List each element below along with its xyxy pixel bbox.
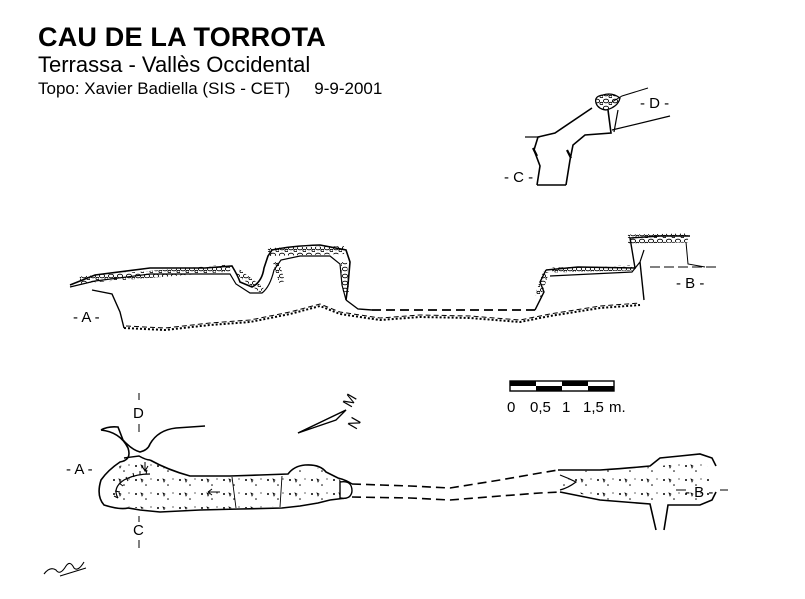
plan-d-label: D [133,405,144,422]
plan-b-label: - B - [685,484,713,501]
scale-tick-15: 1,5 [583,399,604,416]
section-c-label: - C - [504,169,533,186]
section-a-label: - A - [73,309,100,326]
north-arrow: M N [297,391,365,434]
scale-tick-0: 0 [507,399,515,416]
scale-tick-05: 0,5 [530,399,551,416]
scale-unit: m. [609,399,626,416]
plan-view: - A - - B - C D [66,393,728,548]
north-arrow-n: N [345,414,365,432]
signature-mark [43,561,87,577]
page-title: CAU DE LA TORROTA [38,22,326,52]
scale-bar: 0 0,5 1 1,5 m. [507,380,626,416]
scale-tick-1: 1 [562,399,570,416]
north-arrow-m: M [340,391,361,410]
page-subtitle: Terrassa - Vallès Occidental [38,52,311,77]
credits-line: Topo: Xavier Badiella (SIS - CET) 9-9-200… [38,79,382,99]
header: CAU DE LA TORROTA Terrassa - Vallès Occi… [38,22,382,99]
section-b-label: - B - [676,275,704,292]
longitudinal-section-ab: - A - - B - - C - - D - [69,95,720,332]
plan-c-label: C [133,522,144,539]
cross-section-cd [525,87,671,186]
surveyor-credit: Topo: Xavier Badiella (SIS - CET) [38,79,291,98]
survey-date: 9-9-2001 [314,79,383,98]
plan-a-label: - A - [66,461,93,478]
section-d-label: - D - [640,95,669,112]
